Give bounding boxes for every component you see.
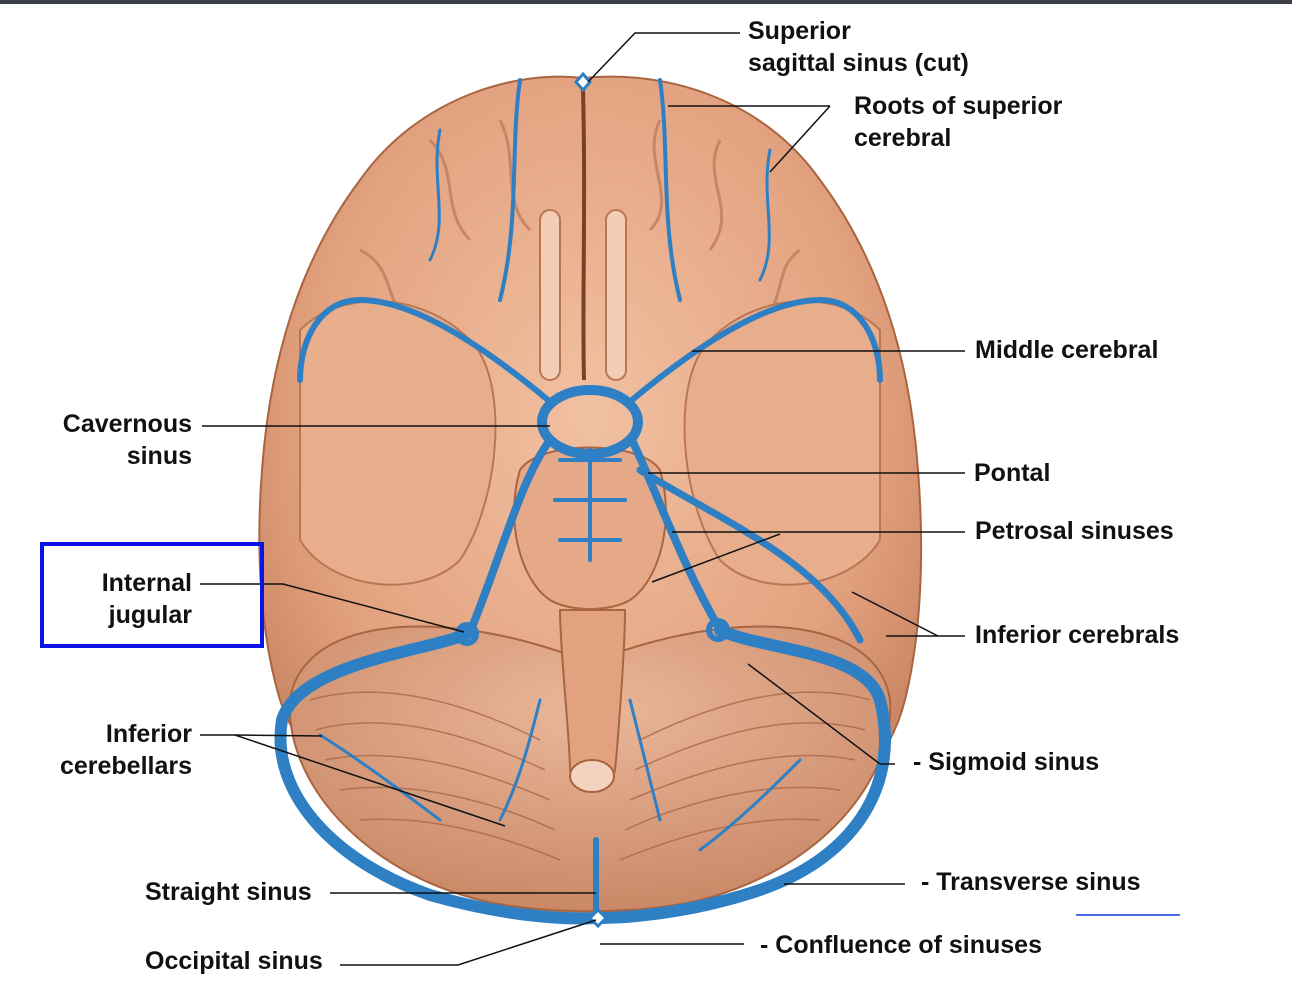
sagittal-cut-mark — [574, 71, 592, 93]
confluence-cut-mark — [587, 907, 609, 929]
label-straight-sinus: Straight sinus — [145, 878, 312, 906]
label-cavernous-sinus: Cavernous sinus — [62, 410, 192, 470]
white-mask — [745, 905, 1075, 965]
label-occipital-sinus: Occipital sinus — [145, 947, 323, 975]
internal-jugular-highlight-box — [40, 542, 264, 648]
label-pontal: Pontal — [974, 459, 1051, 487]
label-middle-cerebral: Middle cerebral — [975, 336, 1159, 364]
blue-underline — [1076, 914, 1180, 916]
label-sigmoid-sinus: - Sigmoid sinus — [913, 748, 1100, 776]
label-transverse-sinus: - Transverse sinus — [921, 868, 1141, 896]
leader-lines — [200, 32, 965, 966]
label-internal-jugular: Internal jugular — [101, 569, 192, 629]
label-superior-sagittal-sinus: Superior sagittal sinus (cut) — [748, 17, 969, 77]
label-petrosal-sinuses: Petrosal sinuses — [975, 517, 1174, 545]
label-roots-superior-cerebral: Roots of superior cerebral — [854, 92, 1063, 152]
label-inferior-cerebrals: Inferior cerebrals — [975, 621, 1180, 649]
label-inferior-cerebellars: Inferior cerebellars — [59, 720, 192, 780]
top-bar — [0, 0, 1292, 4]
label-confluence-of-sinuses: - Confluence of sinuses — [760, 931, 1042, 959]
